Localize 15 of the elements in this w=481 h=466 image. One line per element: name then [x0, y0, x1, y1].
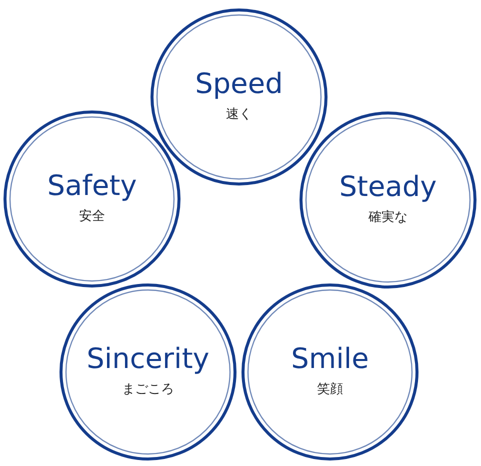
- node-title: Speed: [194, 67, 284, 101]
- circle-node: [2, 109, 182, 289]
- circle-node: [149, 7, 329, 187]
- node-subtitle: 安全: [78, 209, 106, 225]
- circle-node: [240, 282, 420, 462]
- circle-node: [298, 110, 478, 290]
- node-subtitle: 笑顔: [316, 382, 344, 398]
- node-title: Sincerity: [86, 342, 210, 376]
- node-title: Steady: [338, 170, 438, 204]
- node-subtitle: 確実な: [368, 210, 408, 226]
- circle-node: [58, 282, 238, 462]
- node-title: Smile: [290, 342, 370, 376]
- node-subtitle: 速く: [225, 107, 253, 123]
- node-subtitle: まごころ: [121, 382, 175, 398]
- node-title: Safety: [46, 169, 138, 203]
